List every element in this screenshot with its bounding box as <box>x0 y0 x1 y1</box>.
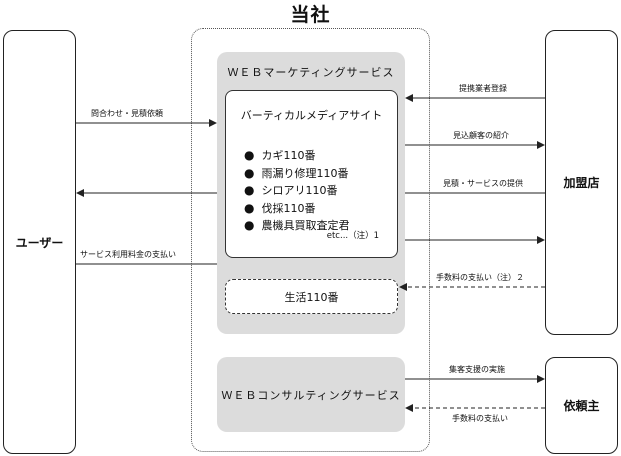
media-etc-note: etc...（注）1 <box>326 231 379 241</box>
partner-registration-label: 提携業者登録 <box>459 84 507 93</box>
usage-fee-label: サービス利用料金の支払い <box>80 250 176 259</box>
customer-referral-label: 見込顧客の紹介 <box>453 131 509 140</box>
media-site-item: カギ110番 <box>244 147 349 165</box>
client-label: 依頼主 <box>563 399 600 413</box>
customer-support-label: 集客支援の実施 <box>449 365 505 374</box>
media-site-item: 伐採110番 <box>244 200 349 218</box>
web-marketing-title: ＷＥＢマーケティングサービス <box>227 66 395 79</box>
seikatsu-110-box: 生活110番 <box>225 279 398 314</box>
fee-payment-label: 手数料の支払い <box>452 414 508 423</box>
web-consulting-service-box: ＷＥＢコンサルティングサービス <box>217 357 405 432</box>
media-site-title: バーティカルメディアサイト <box>240 109 383 122</box>
seikatsu-label: 生活110番 <box>284 290 339 304</box>
media-site-item: 雨漏り修理110番 <box>244 165 349 183</box>
vertical-media-site-box: バーティカルメディアサイト カギ110番 雨漏り修理110番 シロアリ110番 … <box>225 90 398 258</box>
company-title: 当社 <box>290 4 331 26</box>
partner-box: 加盟店 <box>545 30 618 335</box>
media-site-item: シロアリ110番 <box>244 182 349 200</box>
client-box: 依頼主 <box>545 357 618 454</box>
web-consulting-title: ＷＥＢコンサルティングサービス <box>221 388 401 402</box>
user-box: ユーザー <box>3 30 76 454</box>
user-label: ユーザー <box>15 235 64 250</box>
media-site-list: カギ110番 雨漏り修理110番 シロアリ110番 伐採110番 農機具買取査定… <box>244 147 349 235</box>
partner-label: 加盟店 <box>563 176 600 190</box>
media-site-item: 農機具買取査定君 <box>244 217 349 235</box>
inquiry-label: 問合わせ・見積依頼 <box>91 109 163 118</box>
commission-label: 手数料の支払い（注）２ <box>436 273 524 282</box>
estimate-service-label: 見積・サービスの提供 <box>443 179 523 188</box>
